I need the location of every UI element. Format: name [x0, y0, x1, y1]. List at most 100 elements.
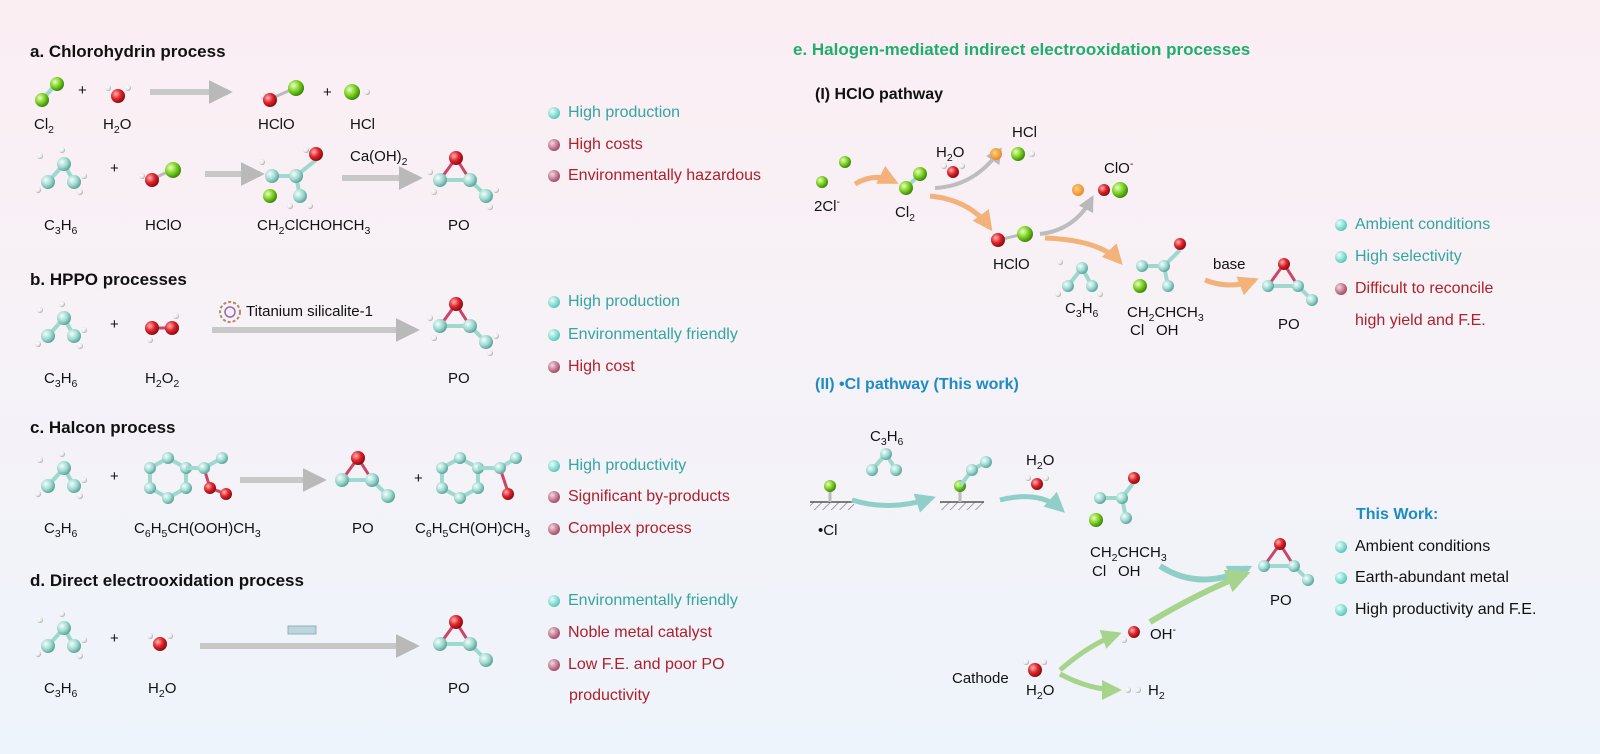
plus-sign: +	[323, 84, 332, 101]
clo-molecule-e1	[1098, 182, 1128, 198]
point-a-1: High production	[548, 104, 680, 122]
section-d-title: d. Direct electrooxidation process	[30, 571, 304, 590]
label-c3h6-c: C3H6	[44, 520, 78, 540]
label-chlorohydrin-e2: CH2CHCH3	[1090, 544, 1167, 564]
label-po-c: PO	[352, 520, 374, 537]
point-c-1: High productivity	[548, 457, 686, 475]
po-molecule-c	[335, 451, 395, 503]
po-molecule-d	[433, 615, 493, 667]
label-cl2-e1: Cl2	[895, 204, 916, 224]
sad-face-icon-2	[1072, 184, 1084, 196]
plus-sign: +	[414, 470, 423, 487]
po-molecule-b	[427, 297, 499, 356]
label-po-e1: PO	[1278, 316, 1300, 333]
h2o-molecule-a	[105, 85, 131, 103]
hclo-molecule-a2	[139, 162, 181, 187]
bullet-icon	[548, 460, 560, 472]
chlorohydrin-molecule-e2	[1089, 472, 1140, 527]
point-c-3: Complex process	[548, 520, 692, 538]
point-d-2: Noble metal catalyst	[548, 624, 712, 642]
plus-sign: +	[110, 630, 119, 647]
point-b-2: Environmentally friendly	[548, 326, 738, 344]
propene-molecule-b	[35, 301, 87, 349]
label-hydroperoxide-c: C6H5CH(OOH)CH3	[134, 520, 261, 540]
propene-molecule-e2	[866, 448, 902, 476]
pathway2-title: (II) •Cl pathway (This work)	[815, 376, 1019, 393]
arrow-e2-cathode-h2	[1058, 671, 1122, 700]
bullet-icon	[1335, 541, 1347, 553]
bullet-icon	[548, 627, 560, 639]
electrode-surface-1	[810, 480, 854, 510]
label-chlorohydrin-e1: CH2CHCH3	[1127, 304, 1204, 324]
arrow-e1-clo	[1039, 195, 1094, 236]
label-hcl-e1: HCl	[1012, 124, 1037, 141]
propene-molecule-e1	[1055, 259, 1103, 297]
hydroperoxide-molecule-c	[144, 452, 232, 504]
point-e2-1: Ambient conditions	[1335, 538, 1490, 556]
label-c3h6-a: C3H6	[44, 217, 78, 237]
label-h2: H2	[1148, 682, 1165, 702]
point-a-2: High costs	[548, 136, 643, 154]
bullet-icon	[1335, 251, 1347, 263]
point-e1-2: High selectivity	[1335, 248, 1462, 266]
arrow-e1-base	[1204, 276, 1259, 296]
bullet-icon	[548, 595, 560, 607]
bullet-icon	[548, 170, 560, 182]
po-molecule-a	[427, 151, 499, 210]
bullet-icon	[548, 107, 560, 119]
label-h2o-e1: H2O	[936, 144, 965, 164]
bullet-icon	[548, 361, 560, 373]
cl2-molecule-e1	[899, 167, 927, 195]
electrode-icon	[287, 625, 317, 635]
po-molecule-e2	[1258, 538, 1314, 586]
label-chlorohydrin-e1-oh: OH	[1156, 322, 1179, 339]
hcl-molecule-e1	[1011, 147, 1035, 161]
h2o-molecule-d	[147, 633, 173, 651]
point-d-3: Low F.E. and poor PO	[548, 656, 725, 674]
h2o2-molecule-b	[145, 313, 179, 343]
label-h2o-e2: H2O	[1026, 452, 1055, 472]
chloride-ions-e1	[816, 156, 851, 188]
bullet-icon	[548, 523, 560, 535]
label-c3h6-d: C3H6	[44, 680, 78, 700]
plus-sign: +	[110, 468, 119, 485]
plus-sign: +	[110, 316, 119, 333]
phenylethanol-molecule-c	[436, 452, 522, 504]
label-h2o2-b: H2O2	[145, 370, 180, 390]
label-c3h6-e2: C3H6	[870, 428, 904, 448]
hclo-molecule-a	[260, 80, 304, 107]
hcl-molecule-a	[344, 84, 370, 100]
cl2-molecule-a	[35, 77, 64, 107]
label-c3h6-e1: C3H6	[1065, 300, 1099, 320]
arrow-e2-oh-to-po	[1148, 569, 1251, 625]
chlorohydrin-molecule-e1	[1133, 238, 1186, 293]
point-d-1: Environmentally friendly	[548, 592, 738, 610]
label-hclo-a2: HClO	[145, 217, 182, 234]
label-po-d: PO	[448, 680, 470, 697]
bullet-icon	[1335, 283, 1347, 295]
propene-molecule-a	[35, 147, 87, 195]
point-b-1: High production	[548, 293, 680, 311]
label-hclo-e1: HClO	[993, 256, 1030, 273]
point-b-3: High cost	[548, 358, 635, 376]
label-c3h6-b: C3H6	[44, 370, 78, 390]
section-b-title: b. HPPO processes	[30, 270, 187, 289]
plus-sign: +	[110, 160, 119, 177]
label-cl2-a: Cl2	[34, 116, 55, 136]
point-e1-3-cont: high yield and F.E.	[1355, 312, 1486, 329]
bullet-icon	[548, 659, 560, 671]
label-hclo-a: HClO	[258, 116, 295, 133]
label-base: base	[1213, 256, 1246, 273]
bullet-icon	[548, 139, 560, 151]
label-oh-minus: OH-	[1150, 624, 1176, 643]
label-hcl-a: HCl	[350, 116, 375, 133]
sad-face-icon	[990, 148, 1002, 160]
plus-sign: +	[78, 82, 87, 99]
label-clo-e1: ClO-	[1104, 158, 1134, 177]
oh-minus-molecule-e2	[1121, 626, 1140, 643]
h2o-molecule-e1	[941, 163, 965, 178]
label-chlorohydrin-e2-oh: OH	[1118, 563, 1141, 580]
pathway1-title: (I) HClO pathway	[815, 86, 944, 103]
bullet-icon	[1335, 219, 1347, 231]
